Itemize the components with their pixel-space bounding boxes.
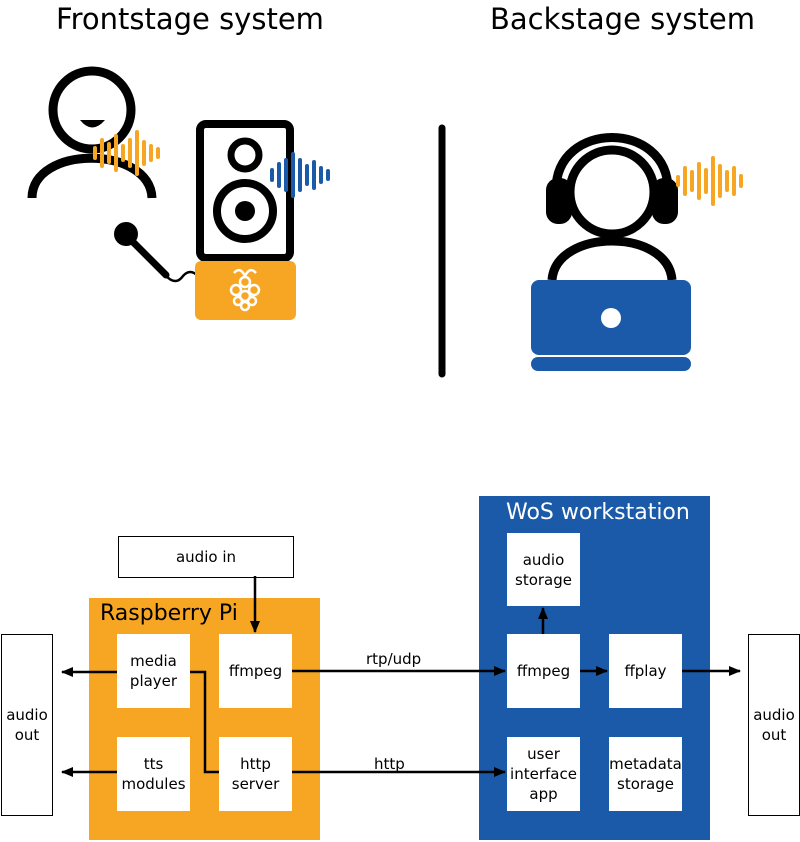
audio-out-right-box: audio out — [748, 634, 800, 816]
metadata-storage-box: metadata storage — [609, 737, 682, 811]
speaking-person-icon — [27, 66, 157, 199]
mouth-icon — [80, 120, 105, 128]
microphone-icon — [114, 222, 199, 283]
backstage-title: Backstage system — [490, 2, 755, 36]
rpi-ffmpeg-box: ffmpeg — [219, 634, 292, 708]
media-player-box: media player — [117, 634, 190, 708]
speaker-wave-icon — [270, 152, 330, 198]
raspberry-pi-title: Raspberry Pi — [100, 601, 238, 626]
http-bus-line — [190, 670, 219, 774]
laptop-icon — [531, 280, 691, 371]
raspberry-pi-icon — [229, 268, 261, 312]
tts-modules-box: tts modules — [117, 737, 190, 811]
ffplay-box: ffplay — [609, 634, 682, 708]
audio-storage-box: audio storage — [507, 533, 580, 606]
headphones-wave-icon — [676, 156, 743, 206]
headphones-person-icon — [546, 133, 678, 281]
http-label: http — [374, 755, 405, 773]
frontstage-title: Frontstage system — [56, 2, 324, 36]
http-server-box: http server — [219, 737, 292, 811]
speaker-icon — [196, 120, 294, 262]
audio-in-box: audio in — [118, 536, 294, 578]
ws-ffmpeg-box: ffmpeg — [507, 634, 580, 708]
user-interface-app-box: user interface app — [507, 737, 580, 811]
rtp-udp-label: rtp/udp — [366, 650, 422, 668]
audio-out-left-box: audio out — [1, 634, 53, 816]
sound-wave-icon — [93, 130, 160, 176]
workstation-title: WoS workstation — [506, 500, 690, 525]
